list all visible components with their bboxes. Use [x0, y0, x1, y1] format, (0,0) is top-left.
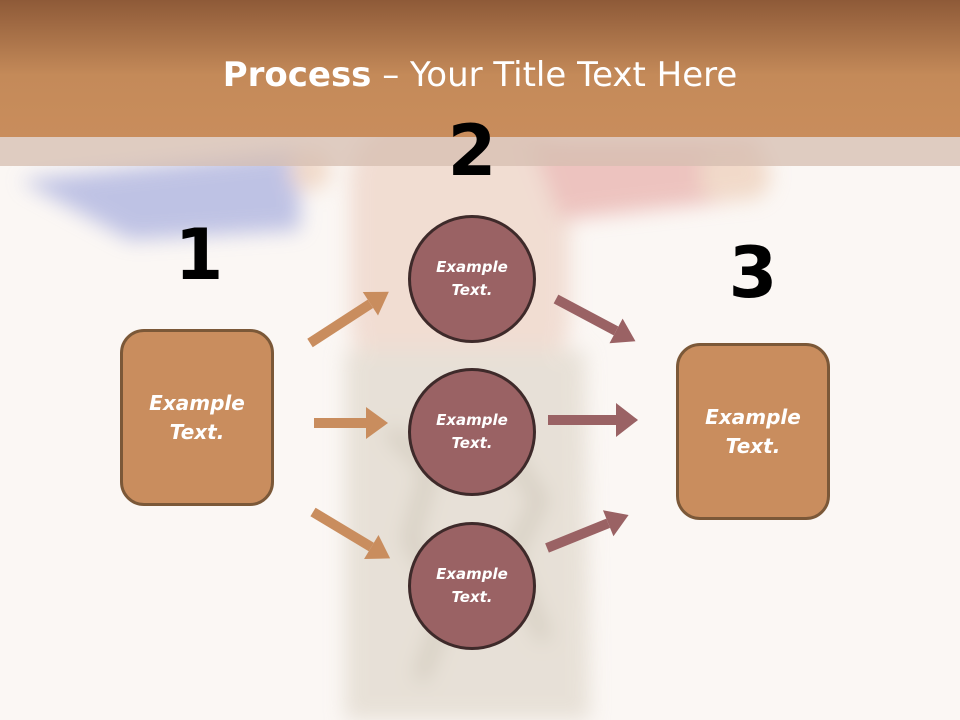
arrow-from-top-circle: [553, 294, 636, 344]
circle-bottom: Example Text.: [408, 522, 536, 650]
title-bold: Process: [222, 55, 372, 95]
arrow-from-middle-circle: [548, 403, 638, 437]
step-number-3: 3: [728, 232, 778, 314]
slide-title: Process – Your Title Text Here: [0, 52, 960, 98]
title-band: [0, 0, 960, 137]
arrow-to-middle-circle: [314, 407, 388, 439]
arrow-to-top-circle: [307, 291, 389, 348]
right-step-box-text: Example Text.: [705, 404, 801, 458]
left-step-box-text: Example Text.: [149, 390, 245, 444]
circle-top: Example Text.: [408, 215, 536, 343]
circle-bottom-text: Example Text.: [436, 565, 508, 606]
left-step-box: Example Text.: [120, 329, 274, 506]
circle-middle-text: Example Text.: [436, 411, 508, 452]
step-number-2: 2: [447, 110, 497, 192]
right-step-box: Example Text.: [676, 343, 830, 520]
title-rest: – Your Title Text Here: [371, 55, 738, 95]
title-strip: [0, 137, 960, 166]
arrow-from-bottom-circle: [545, 510, 629, 553]
arrow-to-bottom-circle: [310, 507, 391, 560]
circle-top-text: Example Text.: [436, 258, 508, 299]
step-number-1: 1: [174, 214, 224, 296]
circle-middle: Example Text.: [408, 368, 536, 496]
